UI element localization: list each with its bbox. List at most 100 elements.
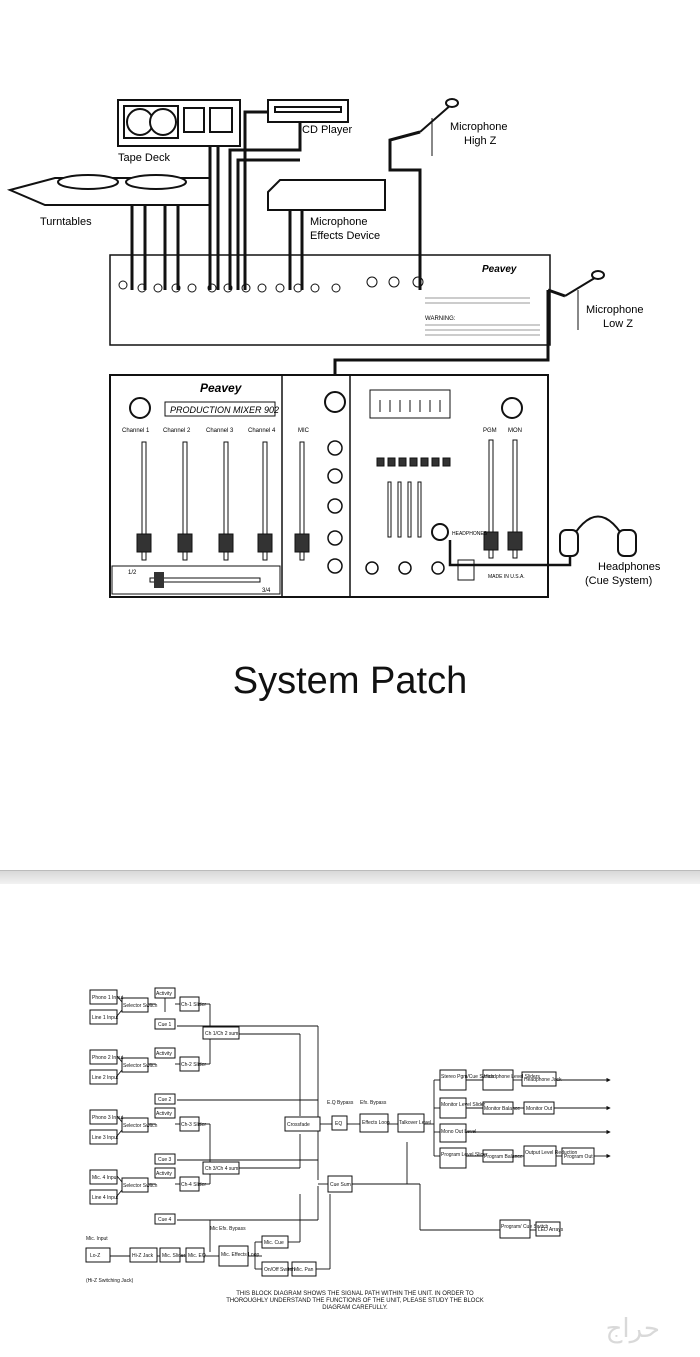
sum12-label: Ch 1/Ch 2 sum <box>205 1031 238 1037</box>
patch-cables <box>130 110 566 395</box>
monitor-balance-label: Monitor Balance <box>484 1106 520 1112</box>
line4-label: Line 4 Input <box>92 1195 119 1201</box>
mic-pan-label: Mic. Pan <box>294 1267 314 1273</box>
program-balance-label: Program Balance <box>484 1154 523 1160</box>
headphones-label-1: Headphones <box>598 561 661 573</box>
mic-high-z-device <box>419 98 459 156</box>
mic-cue-label: Mic. Cue <box>264 1240 284 1246</box>
phono3-label: Phono 3 Input <box>92 1115 124 1121</box>
monitor-out-label: Monitor Out <box>526 1106 553 1112</box>
program-cue-label: Program/ Cue Switch <box>501 1224 548 1230</box>
mic4-label: Mic. 4 Input <box>92 1175 118 1181</box>
mic-slider-label: Mic. Slider <box>162 1253 186 1259</box>
mixer-rear-panel: Peavey WARNING: <box>109 254 551 346</box>
headphones-device <box>448 515 637 567</box>
program-out-label: Program Out <box>564 1154 593 1160</box>
xfade-mark-12: 1/2 <box>128 570 137 576</box>
mixer-model: PRODUCTION MIXER 902 <box>170 405 279 415</box>
svg-text:Peavey: Peavey <box>482 264 517 275</box>
mic-effects-loop-label: Mic. Effects Loop <box>221 1252 259 1258</box>
crossfader-knob[interactable] <box>154 572 164 588</box>
cue3-label: Cue 3 <box>158 1157 172 1163</box>
talkover-label: Talkover Level <box>399 1120 431 1126</box>
effects-device <box>267 179 386 211</box>
cd-player-device <box>267 99 349 123</box>
mon-label: MON <box>508 428 522 434</box>
activity3-label: Activity <box>156 1111 172 1117</box>
slider2-label: Ch-2 Slider <box>181 1062 206 1068</box>
efx-bypass-label: Efx. Bypass <box>360 1100 387 1106</box>
selector4-label: Selector Switch <box>123 1183 158 1189</box>
cd-player-label: CD Player <box>302 124 352 136</box>
selector3-label: Selector Switch <box>123 1123 158 1129</box>
led-label: LED Arrays <box>538 1227 564 1233</box>
monitor-level-label: Monitor Level Slider <box>441 1102 486 1108</box>
effects-device-label-1: Microphone <box>310 216 367 228</box>
phono1-label: Phono 1 Input <box>92 995 124 1001</box>
svg-text:Peavey: Peavey <box>200 381 243 395</box>
block-boxes <box>85 987 595 1277</box>
cue-sum-label: Cue Sum <box>330 1182 351 1188</box>
selector2-label: Selector Switch <box>123 1063 158 1069</box>
line2-label: Line 2 Input <box>92 1075 119 1081</box>
block-diagram-panel: Phono 1 Input Line 1 Input Selector Swit… <box>0 884 700 1352</box>
system-patch-illustration: Tape Deck Turntables CD Player Microphon… <box>6 98 661 598</box>
tape-deck-label: Tape Deck <box>118 152 170 164</box>
mic-knobs <box>327 440 343 574</box>
mic-high-z-label-1: Microphone <box>450 121 507 133</box>
turntables-device <box>6 174 211 206</box>
cue4-label: Cue 4 <box>158 1217 172 1223</box>
ch1-label: Channel 1 <box>122 428 150 434</box>
lo-z-label: Lo-Z <box>90 1253 100 1259</box>
warning-label: WARNING: <box>425 316 456 322</box>
headphones-label-2: (Cue System) <box>585 575 652 587</box>
line1-label: Line 1 Input <box>92 1015 119 1021</box>
output-level-label: Output Level Reduction <box>525 1150 577 1156</box>
crossfader-track <box>149 577 261 583</box>
hp-jack-label: Headphone Jack <box>524 1077 562 1083</box>
ch2-label: Channel 2 <box>163 428 191 434</box>
channel-faders <box>136 439 523 561</box>
block-labels: Phono 1 Input Line 1 Input Selector Swit… <box>86 991 593 1284</box>
ch3-label: Channel 3 <box>206 428 234 434</box>
activity2-label: Activity <box>156 1051 172 1057</box>
onoff-label: On/Off Switch <box>264 1267 295 1273</box>
slider4-label: Ch-4 Slider <box>181 1182 206 1188</box>
cue1-label: Cue 1 <box>158 1022 172 1028</box>
xfade-mark-34: 3/4 <box>262 588 271 594</box>
mic-efx-bypass-label: Mic Efx. Bypass <box>210 1226 246 1232</box>
slider3-label: Ch-3 Slider <box>181 1122 206 1128</box>
system-patch-caption: System Patch <box>232 660 468 702</box>
activity4-label: Activity <box>156 1171 172 1177</box>
program-level-label: Program Level Slider <box>441 1152 488 1158</box>
note-line-1: THIS BLOCK DIAGRAM SHOWS THE SIGNAL PATH… <box>236 1291 474 1297</box>
mic-high-z-label-2: High Z <box>464 135 497 147</box>
crossfade-label: Crossfade <box>287 1122 310 1128</box>
watermark-logo: حراج <box>605 1314 660 1344</box>
note-line-2: THOROUGHLY UNDERSTAND THE FUNCTIONS OF T… <box>226 1298 484 1304</box>
headphones-jack[interactable] <box>431 523 449 541</box>
balance-knobs <box>365 561 445 575</box>
pgm-label: PGM <box>483 428 497 434</box>
section-divider <box>0 870 700 885</box>
note-line-3: DIAGRAM CAREFULLY. <box>322 1305 388 1311</box>
block-diagram-note: THIS BLOCK DIAGRAM SHOWS THE SIGNAL PATH… <box>226 1291 484 1311</box>
hi-z-jack-label: Hi-Z Jack <box>132 1253 154 1259</box>
phono2-label: Phono 2 Input <box>92 1055 124 1061</box>
block-diagram: Phono 1 Input Line 1 Input Selector Swit… <box>85 987 611 1311</box>
system-patch-panel: Tape Deck Turntables CD Player Microphon… <box>6 98 661 702</box>
headphones-jack-label: HEADPHONES <box>452 531 488 537</box>
mixer-front-panel: Peavey PRODUCTION MIXER 902 Channel 1 Ch… <box>109 374 549 598</box>
hi-z-note-label: (Hi-Z Switching Jack) <box>86 1278 134 1284</box>
tape-deck-device <box>117 99 241 147</box>
eq-bypass-label: E.Q Bypass <box>327 1100 354 1106</box>
slider1-label: Ch-1 Slider <box>181 1002 206 1008</box>
selector1-label: Selector Switch <box>123 1003 158 1009</box>
power-switch[interactable] <box>457 559 475 581</box>
line3-label: Line 3 Input <box>92 1135 119 1141</box>
mic-channel-label: MIC <box>298 428 310 434</box>
effects-device-label-2: Effects Device <box>310 230 380 242</box>
hp-level-label: Headphone Level Sliders <box>484 1074 540 1080</box>
eq-sliders <box>387 481 422 538</box>
turntables-label: Turntables <box>40 216 92 228</box>
